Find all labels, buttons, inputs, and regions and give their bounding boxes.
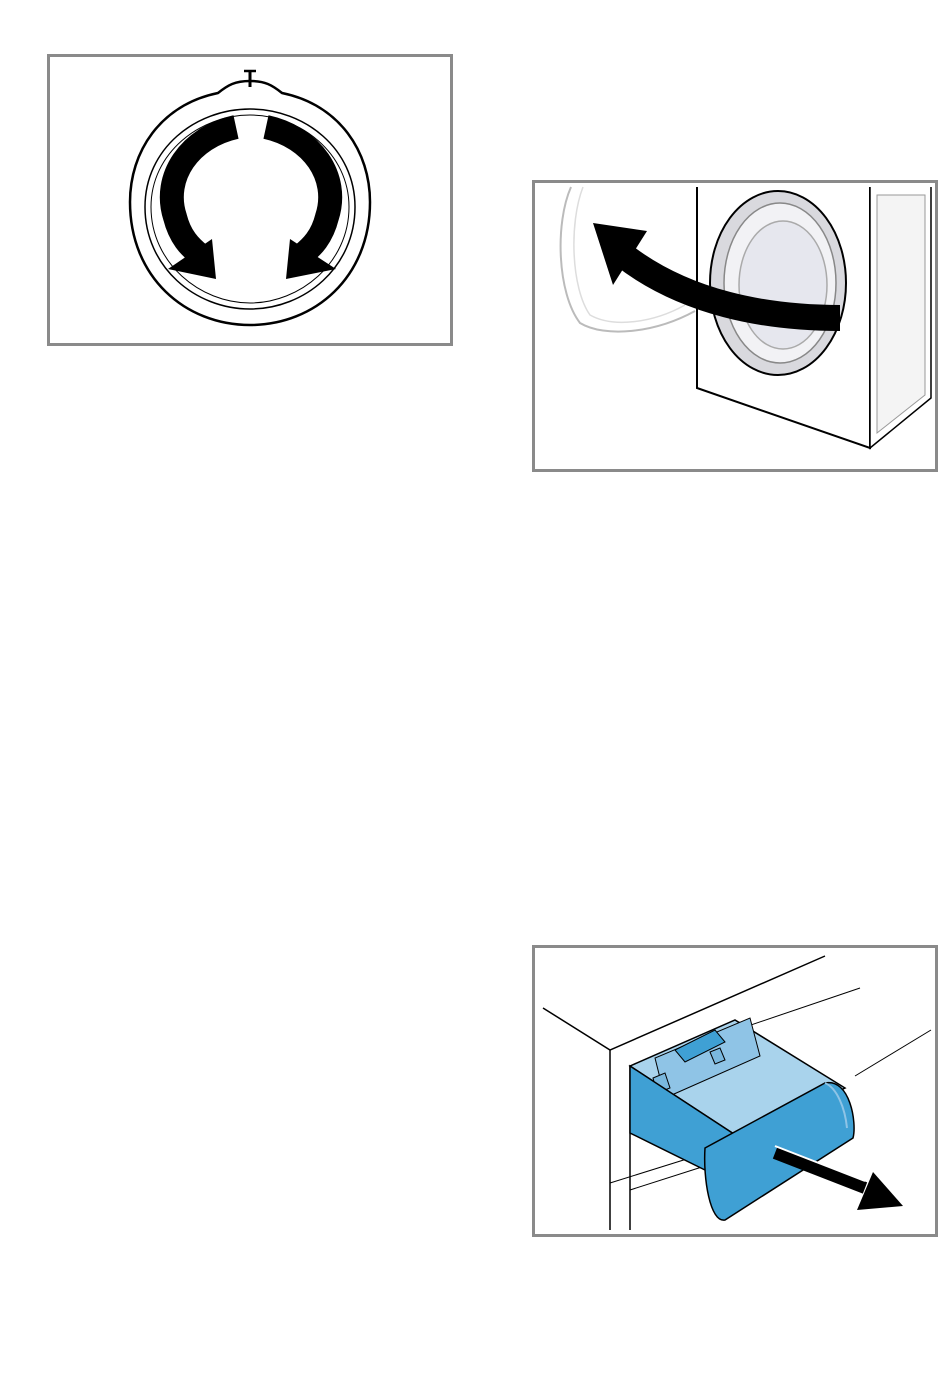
door-illustration	[535, 183, 935, 469]
drawer-illustration	[535, 948, 935, 1234]
dial-illustration	[50, 57, 450, 343]
figure-drawer	[532, 945, 938, 1237]
machine-top	[543, 956, 825, 1050]
pull-out-drawer-arrow-icon	[775, 1146, 903, 1210]
figure-door	[532, 180, 938, 472]
figure-dial	[47, 54, 453, 346]
